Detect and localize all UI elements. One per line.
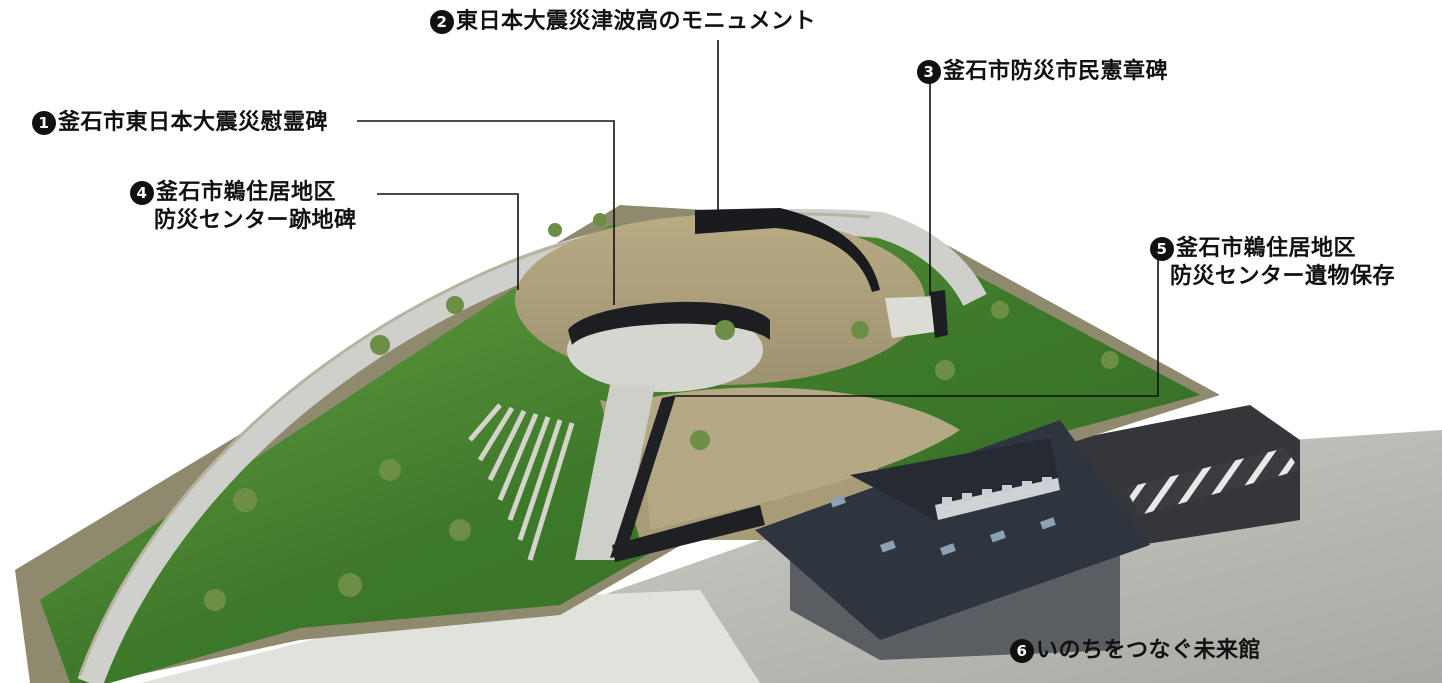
museum-building: [755, 420, 1150, 660]
label-text-line1: 釜石市鵜住居地区: [1176, 235, 1357, 261]
lawn-steps: [468, 403, 575, 561]
label-number-badge: 2: [430, 10, 454, 34]
label-number-badge: 3: [917, 60, 941, 84]
label-number-badge: 6: [1010, 639, 1034, 663]
memorial-wall: [568, 301, 770, 345]
label-text-line2: 防災センター遺物保存: [1170, 263, 1396, 289]
label-number-badge: 4: [130, 181, 154, 205]
trees: [204, 213, 1119, 611]
tsunami-height-monument: [695, 208, 880, 292]
label-number-badge: 1: [32, 111, 56, 135]
label-text-line2: 防災センター跡地碑: [154, 207, 357, 233]
label-text: 東日本大震災津波高のモニュメント: [456, 8, 817, 34]
charter-monument: [885, 290, 948, 338]
label-text-line1: 釜石市鵜住居地区: [156, 179, 337, 205]
label-text: 釜石市防災市民憲章碑: [943, 58, 1169, 84]
leader-lines: [357, 40, 1159, 397]
memorial-plaza: [567, 308, 763, 560]
label-text: いのちをつなぐ未来館: [1036, 637, 1262, 663]
parking-lot: [1070, 405, 1300, 545]
label-text: 釜石市東日本大震災慰霊碑: [58, 109, 329, 135]
relic-preservation-wall: [610, 395, 765, 562]
label-number-badge: 5: [1150, 237, 1174, 261]
